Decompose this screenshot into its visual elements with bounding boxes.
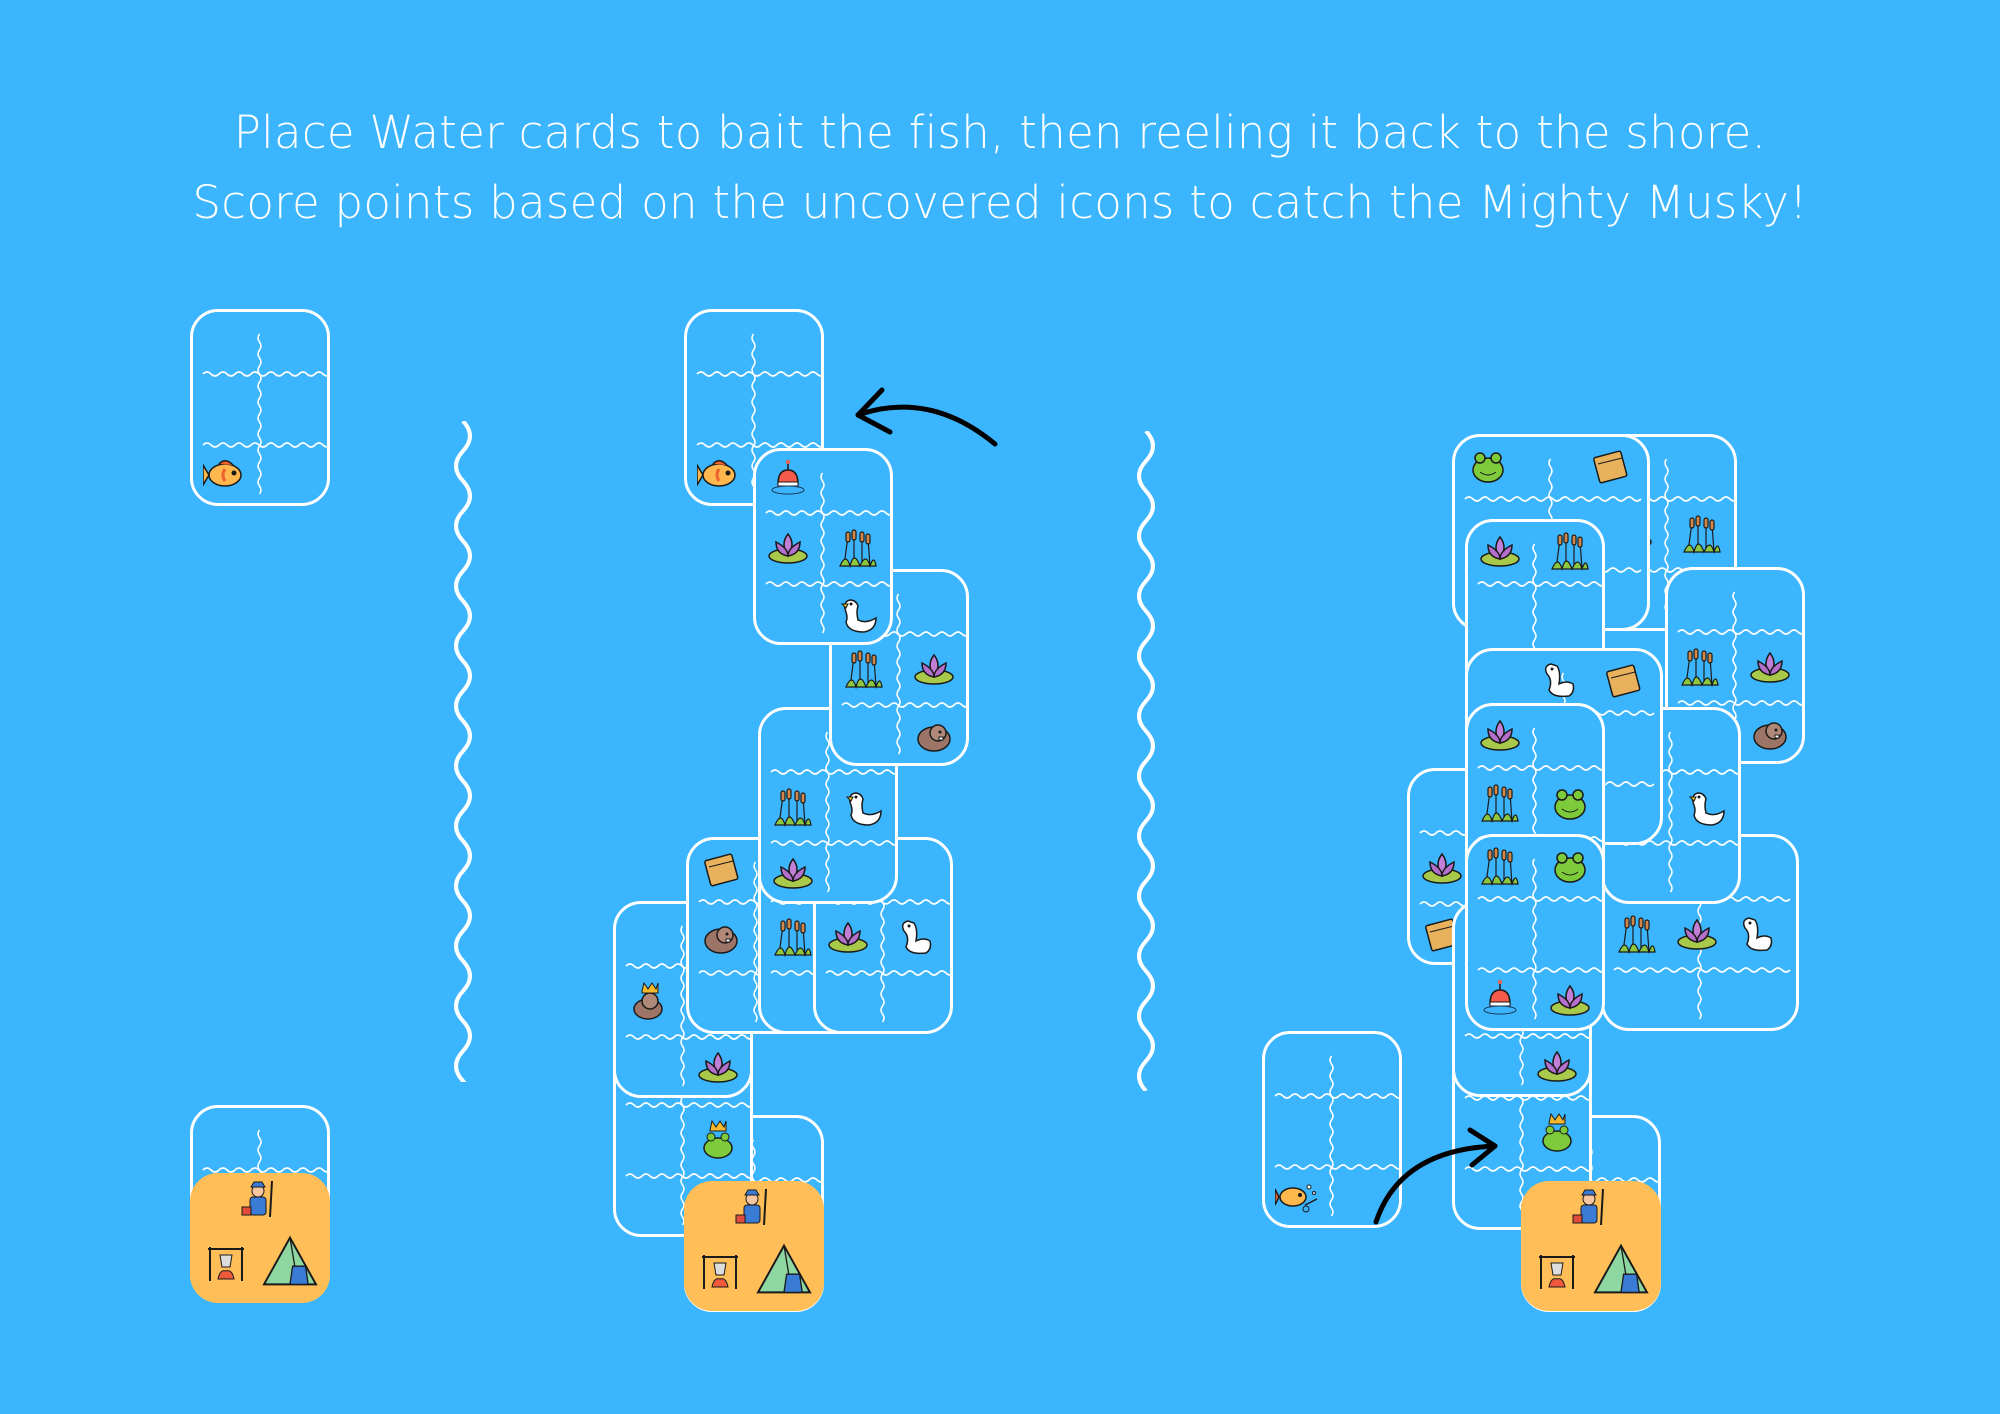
instructions-line-1: Place Water cards to bait the fish, then… — [233, 106, 1767, 159]
shore-card[interactable] — [684, 1181, 824, 1311]
reeds-icon — [771, 785, 815, 829]
goose-icon — [1737, 912, 1781, 956]
lily-icon — [1748, 645, 1792, 689]
goose-icon — [896, 915, 940, 959]
treasure-box-icon — [1588, 444, 1632, 488]
lily-icon — [1548, 978, 1592, 1022]
lily-icon — [1675, 912, 1719, 956]
water-card[interactable] — [753, 448, 893, 645]
lily-icon — [1478, 713, 1522, 757]
frog-icon — [1548, 844, 1592, 888]
campfire-icon — [204, 1241, 248, 1285]
lily-icon — [771, 851, 815, 895]
lily-icon — [766, 526, 810, 570]
water-card[interactable] — [1465, 834, 1605, 1031]
beaver-king-icon — [626, 979, 670, 1023]
bobber-icon — [1478, 978, 1522, 1022]
reeds-icon — [1680, 512, 1724, 556]
reeds-icon — [1615, 912, 1659, 956]
divider-wave-1 — [454, 421, 472, 1082]
campfire-icon — [1535, 1249, 1579, 1293]
instructions-line-2: Score points based on the uncovered icon… — [192, 176, 1808, 229]
beaver-icon — [1748, 711, 1792, 755]
lily-icon — [826, 915, 870, 959]
reeds-icon — [771, 915, 815, 959]
reeds-icon — [842, 647, 886, 691]
divider-wave-2 — [1137, 431, 1155, 1091]
lily-icon — [1420, 846, 1464, 890]
lily-icon — [912, 647, 956, 691]
shore-card[interactable] — [1521, 1181, 1661, 1311]
instructions-text: Place Water cards to bait the fish, then… — [0, 98, 2000, 238]
lily-icon — [1478, 529, 1522, 573]
duck-icon — [836, 592, 880, 636]
beaver-icon — [912, 713, 956, 757]
frog-icon — [1548, 781, 1592, 825]
water-card-fish[interactable] — [190, 309, 330, 506]
bobber-icon — [766, 458, 810, 502]
reeds-icon — [836, 526, 880, 570]
water-lines — [765, 472, 890, 634]
fisherman-icon — [1569, 1185, 1613, 1229]
beaver-icon — [699, 915, 743, 959]
fisherman-icon — [732, 1185, 776, 1229]
duck-icon — [1684, 785, 1728, 829]
reeds-icon — [1478, 844, 1522, 888]
fisherman-icon — [238, 1177, 282, 1221]
frog-king-icon — [696, 1118, 740, 1162]
reeds-icon — [1678, 645, 1722, 689]
reeds-icon — [1478, 781, 1522, 825]
water-lines — [696, 333, 821, 495]
water-lines — [202, 333, 327, 495]
treasure-box-icon — [699, 847, 743, 891]
water-lines — [1477, 858, 1602, 1020]
tent-icon — [1592, 1240, 1649, 1297]
fish-caught-icon — [1273, 1175, 1319, 1219]
reeds-icon — [1548, 529, 1592, 573]
frog-icon — [1466, 444, 1510, 488]
goose-icon — [1539, 658, 1583, 702]
lily-icon — [696, 1045, 740, 1089]
water-card[interactable] — [1665, 567, 1805, 764]
water-lines — [770, 731, 895, 893]
shore-card[interactable] — [190, 1173, 330, 1303]
tent-icon — [755, 1240, 812, 1297]
tent-icon — [261, 1232, 318, 1289]
water-card[interactable] — [829, 569, 969, 766]
duck-icon — [841, 785, 885, 829]
lily-icon — [1535, 1044, 1579, 1088]
frog-king-icon — [1535, 1111, 1579, 1155]
treasure-box-icon — [1601, 658, 1645, 702]
fish-icon — [201, 453, 247, 497]
fish-icon — [695, 453, 741, 497]
water-card-fish-caught[interactable] — [1262, 1031, 1402, 1228]
campfire-icon — [698, 1249, 742, 1293]
